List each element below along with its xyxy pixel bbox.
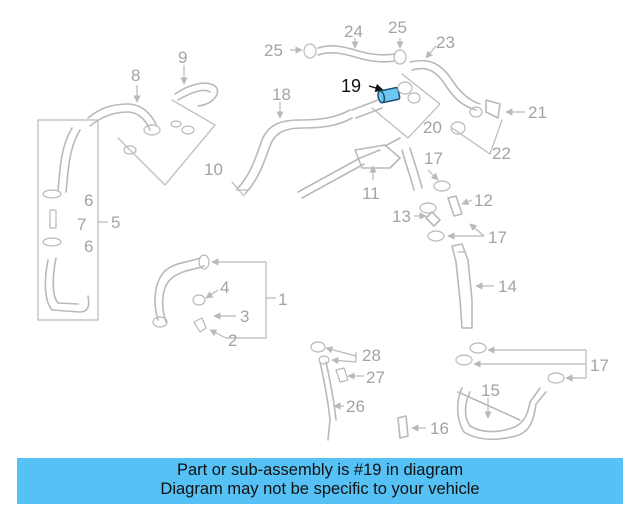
callout-17-bottom: 17: [590, 356, 609, 375]
callout-25-right: 25: [388, 18, 407, 37]
part-21: [485, 99, 525, 119]
part-group-10: [117, 99, 216, 186]
part-group-20: [351, 73, 441, 139]
callout-8: 8: [131, 66, 140, 85]
part-19-highlighted: [368, 83, 401, 104]
banner-line-2: Diagram may not be specific to your vehi…: [160, 480, 480, 498]
part-group-5: [37, 119, 108, 321]
part-9: [174, 65, 219, 107]
part-16: [397, 415, 426, 439]
callout-2: 2: [228, 331, 237, 350]
callout-4: 4: [220, 278, 229, 297]
part-17-lower: [455, 342, 587, 384]
banner-line-1: Part or sub-assembly is #19 in diagram: [176, 461, 464, 479]
part-18: [231, 102, 353, 197]
part-17-middle: [427, 223, 485, 242]
part-13: [414, 202, 441, 227]
callout-1: 1: [278, 290, 287, 309]
callout-6-lower: 6: [84, 237, 93, 256]
callout-27: 27: [366, 368, 385, 387]
part-group-22: [450, 106, 503, 155]
callout-20: 20: [423, 118, 442, 137]
part-14: [451, 243, 494, 329]
part-25-clamp-right: [393, 38, 407, 65]
part-group-28: [310, 341, 364, 441]
parts-diagram: 1 2 3 4 5 6 6 7 8 9 10 11 12 13 14 15 16…: [37, 18, 609, 441]
callout-labels: 1 2 3 4 5 6 6 7 8 9 10 11 12 13 14 15 16…: [77, 18, 609, 438]
callout-26: 26: [346, 397, 365, 416]
callout-11: 11: [362, 184, 380, 203]
callout-9: 9: [178, 48, 187, 67]
callout-19-highlighted: 19: [341, 76, 361, 96]
callout-6-upper: 6: [84, 191, 93, 210]
callout-7: 7: [77, 215, 86, 234]
part-15: [456, 387, 547, 441]
callout-10: 10: [204, 160, 223, 179]
part-25-clamp-left: [290, 43, 317, 59]
callout-28: 28: [362, 346, 381, 365]
part-24: [317, 38, 396, 63]
callout-13: 13: [392, 207, 411, 226]
callout-23: 23: [436, 33, 455, 52]
callout-17-middle: 17: [488, 228, 507, 247]
callout-3: 3: [240, 307, 249, 326]
part-23: [409, 45, 481, 111]
callout-17-top: 17: [424, 149, 443, 168]
callout-12: 12: [474, 191, 493, 210]
callout-22: 22: [492, 144, 511, 163]
callout-18: 18: [272, 85, 291, 104]
callout-5: 5: [111, 213, 120, 232]
callout-16: 16: [430, 419, 449, 438]
part-17-upper: [401, 147, 451, 192]
callout-15: 15: [481, 381, 500, 400]
part-11: [297, 137, 401, 199]
callout-25-left: 25: [264, 41, 283, 60]
callout-14: 14: [498, 277, 517, 296]
info-banner: Part or sub-assembly is #19 in diagram D…: [17, 458, 623, 504]
callout-21: 21: [528, 103, 547, 122]
part-8: [87, 85, 161, 136]
callout-24: 24: [344, 22, 363, 41]
part-12: [447, 195, 473, 217]
part-group-1: [152, 254, 276, 339]
